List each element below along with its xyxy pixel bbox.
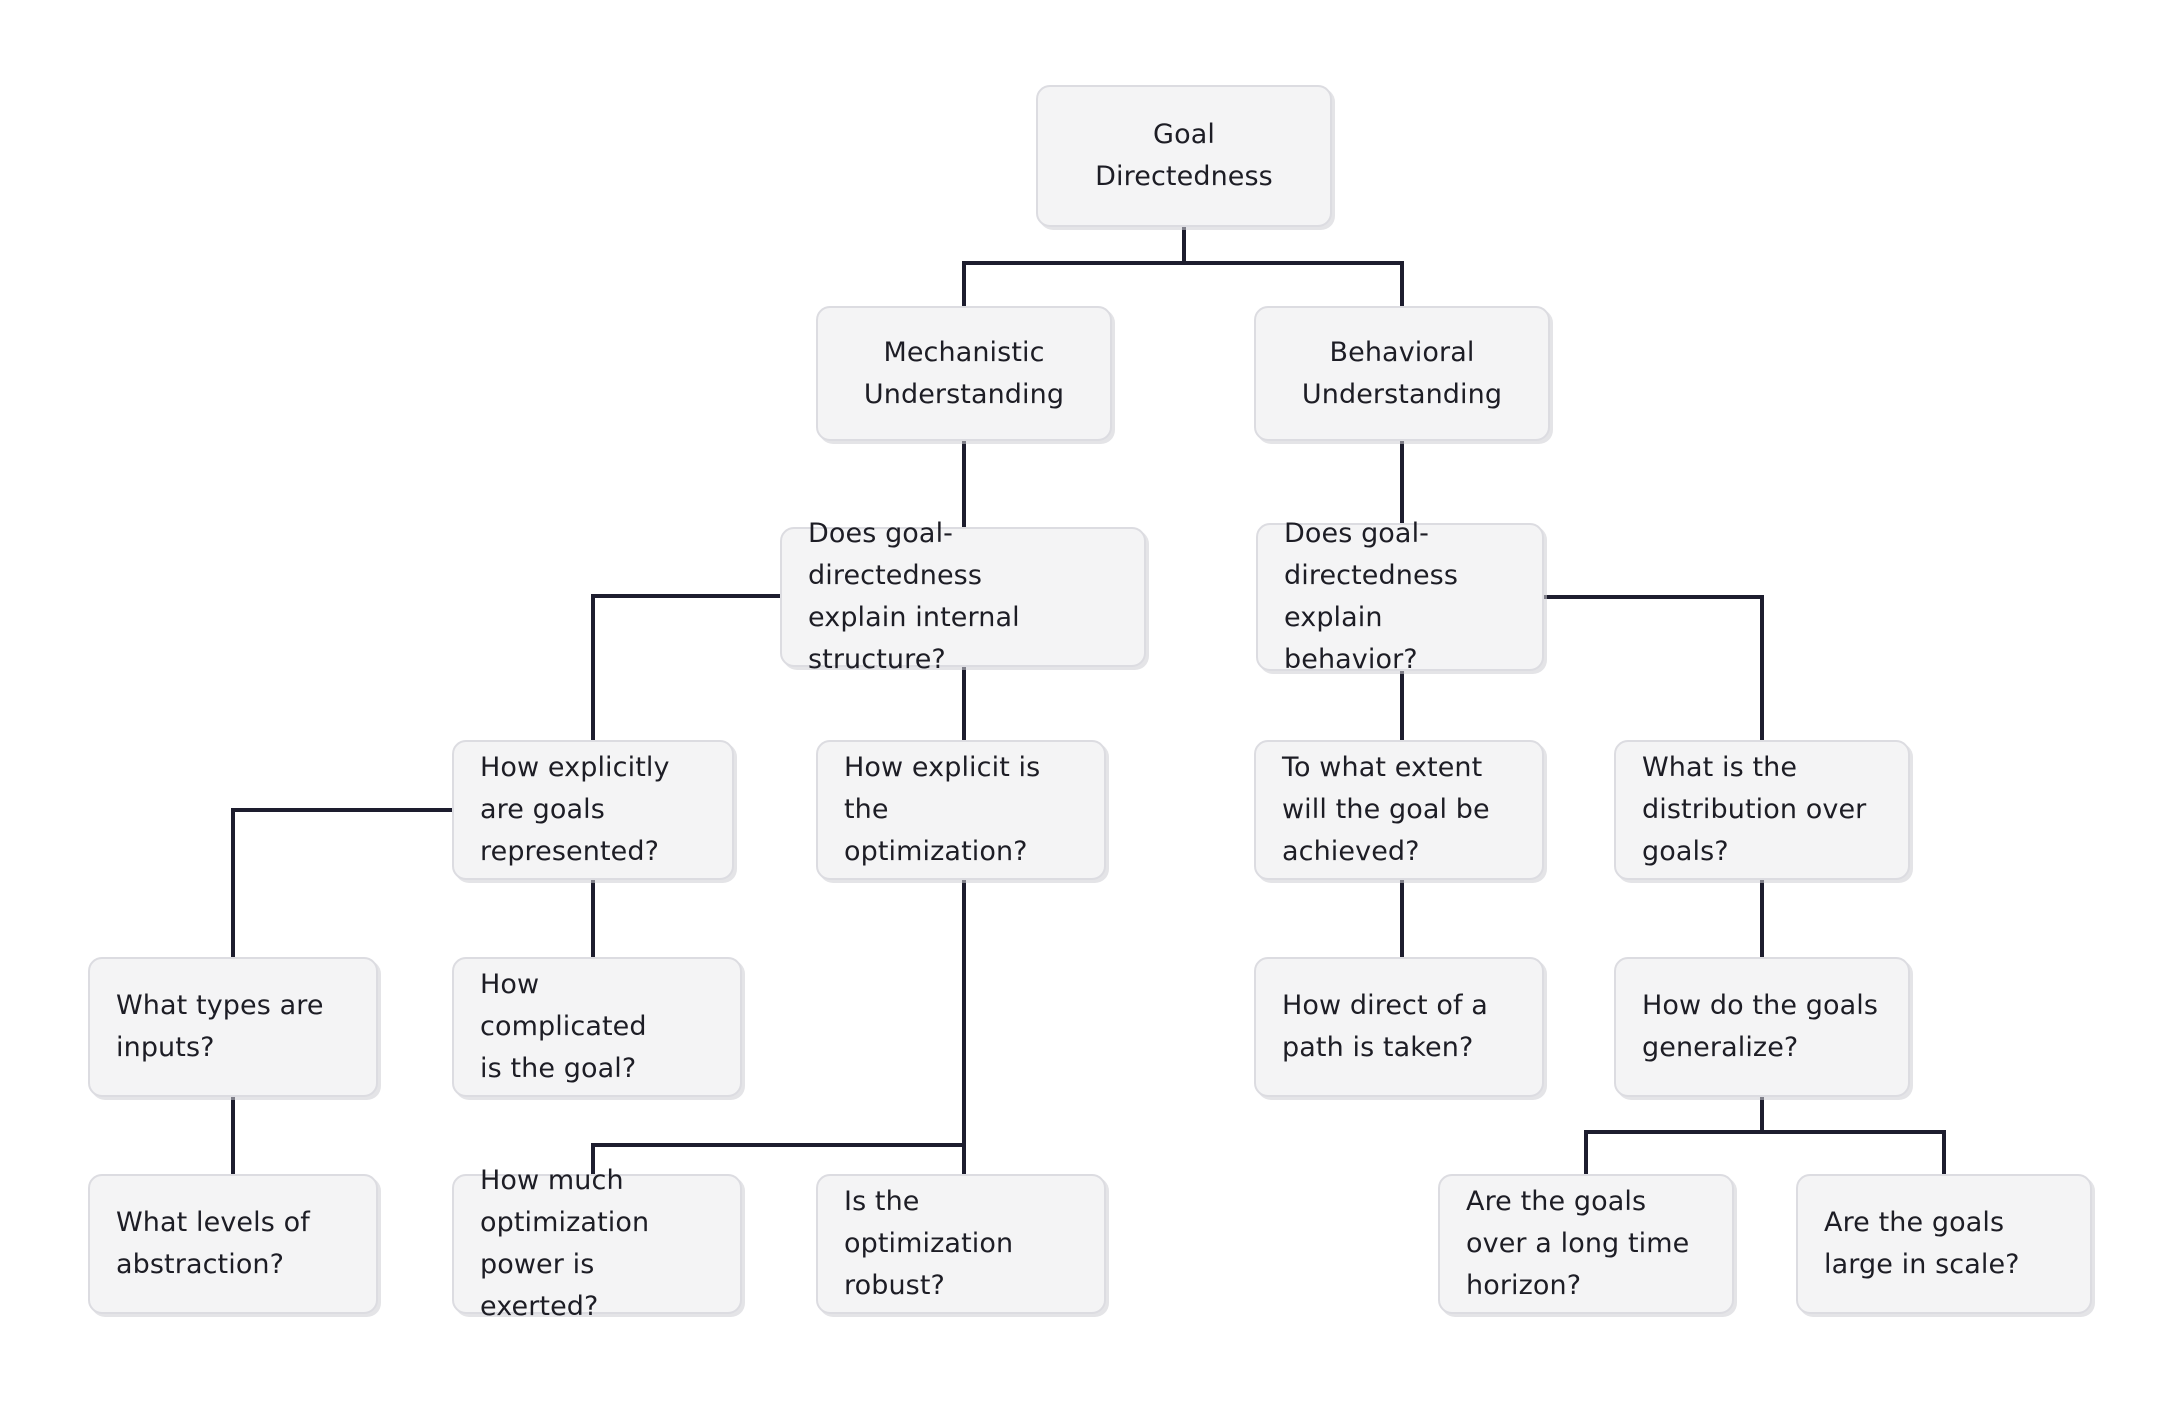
node-label-complicated: How complicated is the goal? xyxy=(480,969,647,1084)
node-long_horizon[interactable]: Are the goals over a long time horizon? xyxy=(1438,1174,1734,1314)
node-label-opt_power: How much optimization power is exerted? xyxy=(480,1165,650,1322)
node-label-behavioral: Behavioral Understanding xyxy=(1301,336,1503,410)
edge-generalize-to-large_scale xyxy=(1760,1097,1946,1174)
edge-explicitly-to-types_inputs xyxy=(231,808,452,957)
node-label-root: Goal Directedness xyxy=(1095,119,1273,192)
node-behavioral[interactable]: Behavioral Understanding xyxy=(1254,306,1550,441)
node-label-levels: What levels of abstraction? xyxy=(116,1207,310,1280)
node-opt_power[interactable]: How much optimization power is exerted? xyxy=(452,1165,742,1322)
node-label-internal: Does goal-directedness explain internal … xyxy=(808,518,1020,675)
node-label-distribution: What is the distribution over goals? xyxy=(1642,752,1867,867)
node-opt_robust[interactable]: Is the optimization robust? xyxy=(816,1174,1106,1314)
node-label-extent: To what extent will the goal be achieved… xyxy=(1282,752,1490,867)
node-large_scale[interactable]: Are the goals large in scale? xyxy=(1796,1174,2092,1314)
edge-behavior-to-distribution xyxy=(1544,595,1764,740)
node-label-opt_robust: Is the optimization robust? xyxy=(844,1186,1014,1301)
node-label-large_scale: Are the goals large in scale? xyxy=(1824,1207,2020,1280)
node-label-long_horizon: Are the goals over a long time horizon? xyxy=(1466,1186,1690,1301)
node-distribution[interactable]: What is the distribution over goals? xyxy=(1614,740,1910,880)
node-label-behavior: Does goal- directedness explain behavior… xyxy=(1284,518,1458,675)
node-label-direct_path: How direct of a path is taken? xyxy=(1282,990,1488,1063)
node-types_inputs[interactable]: What types are inputs? xyxy=(88,957,378,1097)
node-internal[interactable]: Does goal-directedness explain internal … xyxy=(780,518,1146,675)
node-mechanistic[interactable]: Mechanistic Understanding xyxy=(816,306,1112,441)
node-explicitly[interactable]: How explicitly are goals represented? xyxy=(452,740,734,880)
node-behavior[interactable]: Does goal- directedness explain behavior… xyxy=(1256,518,1544,675)
edge-root-to-behavioral xyxy=(1182,227,1404,306)
node-label-mechanistic: Mechanistic Understanding xyxy=(863,336,1065,410)
node-complicated[interactable]: How complicated is the goal? xyxy=(452,957,742,1097)
node-label-types_inputs: What types are inputs? xyxy=(116,990,324,1063)
edge-generalize-to-long_horizon xyxy=(1584,1097,1764,1174)
node-label-generalize: How do the goals generalize? xyxy=(1642,990,1878,1063)
node-generalize[interactable]: How do the goals generalize? xyxy=(1614,957,1910,1097)
node-levels[interactable]: What levels of abstraction? xyxy=(88,1174,378,1314)
node-label-explicitly: How explicitly are goals represented? xyxy=(480,752,670,867)
node-root[interactable]: Goal Directedness xyxy=(1036,85,1332,227)
node-direct_path[interactable]: How direct of a path is taken? xyxy=(1254,957,1544,1097)
edge-internal-to-explicitly xyxy=(591,594,780,740)
node-explicit_opt[interactable]: How explicit is the optimization? xyxy=(816,740,1106,880)
edge-root-to-mechanistic xyxy=(962,227,1186,306)
node-label-explicit_opt: How explicit is the optimization? xyxy=(844,752,1041,867)
node-extent[interactable]: To what extent will the goal be achieved… xyxy=(1254,740,1544,880)
